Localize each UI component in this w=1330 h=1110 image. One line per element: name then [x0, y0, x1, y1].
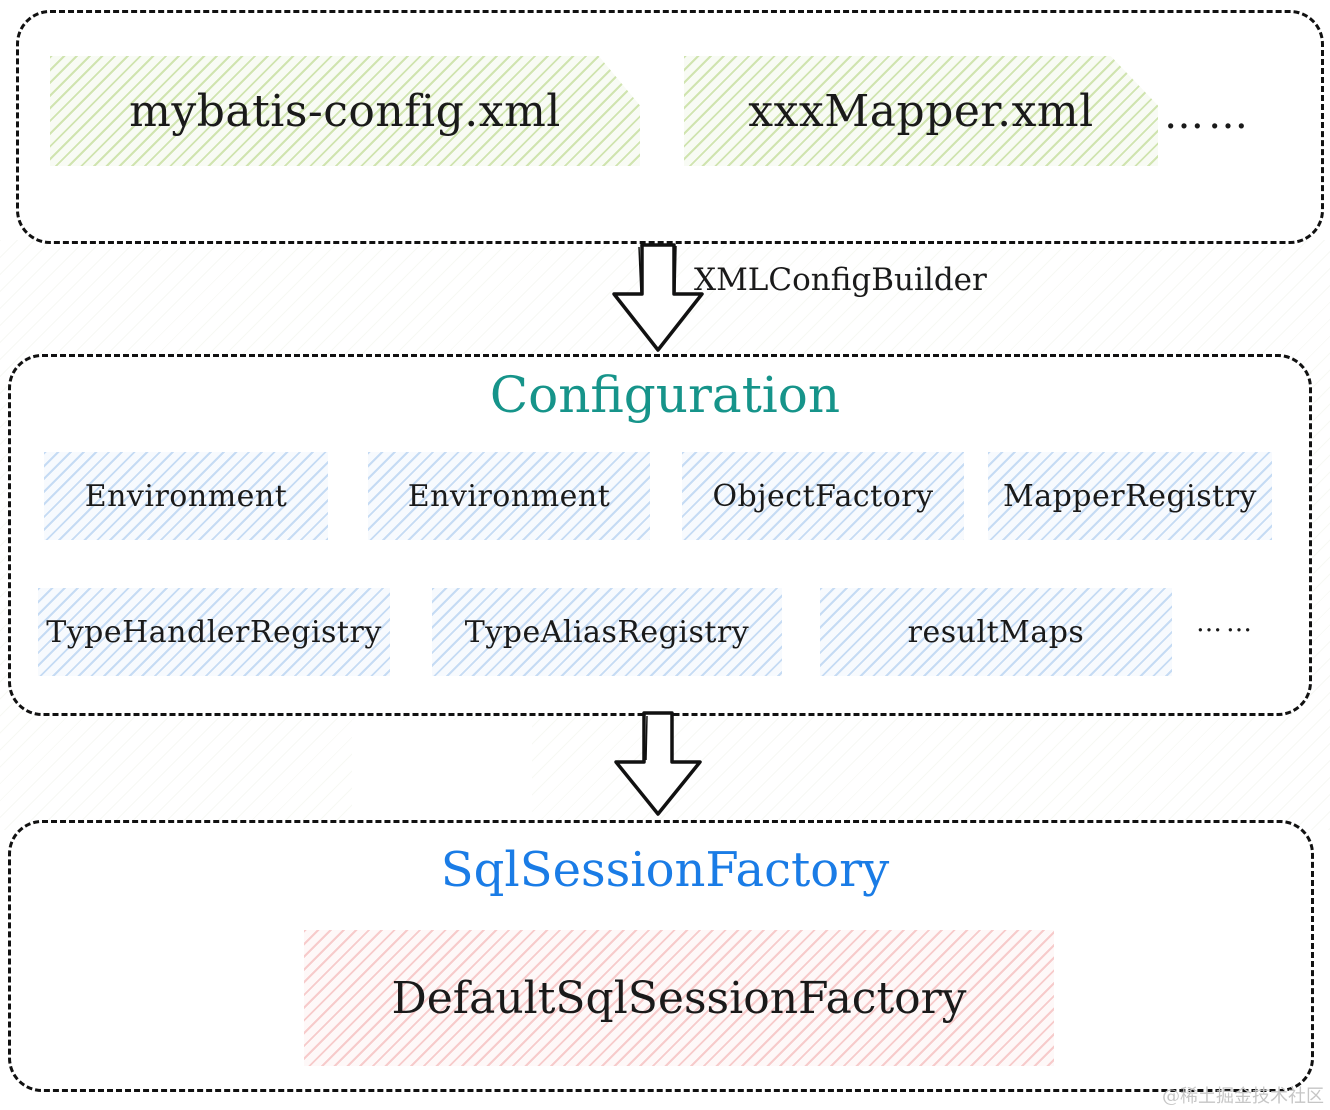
mybatis-config-file: mybatis-config.xml — [50, 56, 640, 166]
component-label: Environment — [407, 478, 611, 514]
component-label: TypeHandlerRegistry — [46, 614, 382, 650]
down-arrow-icon — [612, 243, 704, 352]
object-factory-component: ObjectFactory — [682, 452, 964, 540]
component-label: resultMaps — [907, 614, 1085, 650]
more-components-ellipsis: …… — [1196, 608, 1256, 638]
down-arrow-icon — [614, 711, 702, 816]
mapper-registry-component: MapperRegistry — [988, 452, 1272, 540]
type-alias-registry-component: TypeAliasRegistry — [432, 588, 782, 676]
type-handler-registry-component: TypeHandlerRegistry — [38, 588, 390, 676]
component-label: MapperRegistry — [1003, 478, 1257, 514]
background-gap — [352, 720, 532, 820]
default-factory-label: DefaultSqlSessionFactory — [391, 972, 967, 1024]
mapper-xml-file: xxxMapper.xml — [684, 56, 1158, 166]
xml-config-builder-label: XMLConfigBuilder — [694, 262, 987, 298]
mybatis-config-label: mybatis-config.xml — [129, 85, 561, 137]
environment-component-2: Environment — [368, 452, 650, 540]
configuration-title: Configuration — [489, 366, 841, 424]
component-label: TypeAliasRegistry — [464, 614, 750, 650]
sql-session-factory-title: SqlSessionFactory — [440, 842, 890, 898]
default-sql-session-factory-box: DefaultSqlSessionFactory — [304, 930, 1054, 1066]
mapper-xml-label: xxxMapper.xml — [748, 85, 1094, 137]
component-label: Environment — [84, 478, 288, 514]
environment-component: Environment — [44, 452, 328, 540]
more-files-ellipsis: …… — [1164, 92, 1252, 138]
component-label: ObjectFactory — [712, 478, 934, 514]
watermark: @稀土掘金技术社区 — [1162, 1086, 1324, 1107]
result-maps-component: resultMaps — [820, 588, 1172, 676]
